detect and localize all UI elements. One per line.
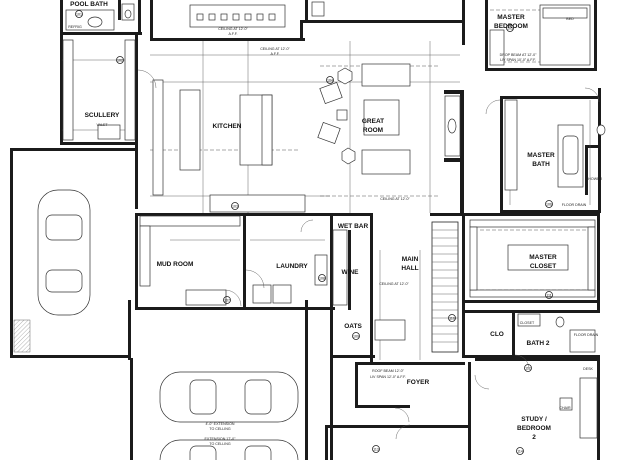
- room-label-study-1: STUDY /: [521, 416, 547, 423]
- desk-note: DESK: [583, 367, 593, 371]
- room-tag: 113: [373, 447, 379, 451]
- room-label-foyer: FOYER: [407, 379, 430, 386]
- closet-note: CLOSET: [520, 321, 535, 325]
- master-ceiling-note: LIV SPAN 10'-0" A.F.F.: [500, 58, 536, 62]
- master-ceiling-note: DROP BEAM AT 12'-0": [500, 53, 537, 57]
- main-stair: [431, 221, 459, 353]
- room-label-main-hall-2: HALL: [401, 265, 418, 272]
- chair-note: CHAIR: [559, 406, 571, 410]
- ceiling-note: CEILING AT 12'-0": [380, 197, 410, 201]
- room-label-great-2: ROOM: [363, 127, 383, 134]
- room-label-scullery: SCULLERY: [85, 112, 120, 119]
- floor-drain-note: FLOOR DRAIN: [562, 203, 587, 207]
- room-label-master-bath-1: MASTER: [527, 152, 555, 159]
- valet-note: VALET: [96, 123, 108, 127]
- foyer-beam-note: ROOF BEAM 12'-0": [372, 369, 404, 373]
- room-tag: 105: [507, 26, 513, 30]
- ceiling-note: CEILING AT 12'-0": [379, 282, 409, 286]
- room-label-study-3: 2: [532, 434, 536, 441]
- walls: [10, 0, 601, 460]
- foyer-ceiling-note: LIV SPAN 12'-0" A.F.F.: [370, 375, 406, 379]
- room-label-wine: WINE: [342, 269, 360, 276]
- room-label-master-closet-1: MASTER: [529, 254, 557, 261]
- room-label-great-1: GREAT: [362, 118, 384, 125]
- room-tag: 107: [224, 298, 230, 302]
- doors: [137, 69, 600, 440]
- room-tag: 104: [327, 78, 333, 82]
- room-label-kitchen: KITCHEN: [213, 123, 242, 130]
- car-top-left: [37, 189, 91, 316]
- room-label-mud-room: MUD ROOM: [157, 261, 194, 268]
- garage-note: EXTENSION 17'-0": [205, 437, 237, 441]
- room-label-oats: OATS: [344, 323, 362, 330]
- room-label-pool-bath: POOL BATH: [70, 1, 108, 8]
- car-middle: [159, 371, 299, 423]
- room-tag: 103: [232, 204, 238, 208]
- room-labels: POOL BATH SCULLERY KITCHEN GREAT ROOM MA…: [70, 1, 557, 441]
- room-label-master-bath-2: BATH: [532, 161, 550, 168]
- room-tag: 111: [546, 293, 551, 297]
- shower-note: SHOWER: [586, 177, 603, 181]
- ceiling-note: A.F.F.: [271, 52, 280, 56]
- floor-drain-note: FLOOR DRAIN: [574, 333, 599, 337]
- ceiling-note: A.F.F.: [229, 32, 238, 36]
- room-label-wet-bar: WET BAR: [338, 223, 369, 230]
- ceiling-note: CEILING AT 12'-0": [218, 27, 248, 31]
- room-tag: 109: [353, 334, 359, 338]
- garage-note: 4'-0" EXTENSION: [206, 422, 235, 426]
- room-tag: 108: [319, 276, 325, 280]
- room-tag: 112: [525, 366, 531, 370]
- room-label-master-bedroom-2: BEDROOM: [494, 23, 528, 30]
- room-label-study-2: BEDROOM: [517, 425, 551, 432]
- room-label-clo: CLO: [490, 331, 504, 338]
- annotations: CEILING AT 12'-0" A.F.F. CEILING AT 12'-…: [68, 17, 602, 446]
- room-label-bath-2: BATH 2: [527, 340, 550, 347]
- room-tag: 101: [76, 12, 82, 16]
- room-label-laundry: LAUNDRY: [276, 263, 308, 270]
- garage-note: TO CELLING: [209, 442, 231, 446]
- room-tag: 102: [117, 58, 123, 62]
- bed-note: BED: [566, 17, 574, 21]
- furniture: [13, 1, 606, 460]
- garage-note: TO CELLING: [209, 427, 231, 431]
- refrig-note: REFRIG: [68, 25, 82, 29]
- car-bottom: [159, 439, 299, 460]
- ceiling-note: CEILING AT 12'-0": [260, 47, 290, 51]
- room-tag: 106: [546, 202, 552, 206]
- room-tags: 101 102 103 104 105 106 107 108 109 110 …: [75, 10, 553, 455]
- room-tag: 114: [517, 449, 523, 453]
- room-label-main-hall-1: MAIN: [402, 256, 419, 263]
- room-tag: 110: [449, 316, 455, 320]
- room-label-master-closet-2: CLOSET: [530, 263, 556, 270]
- room-label-master-bedroom-1: MASTER: [497, 14, 525, 21]
